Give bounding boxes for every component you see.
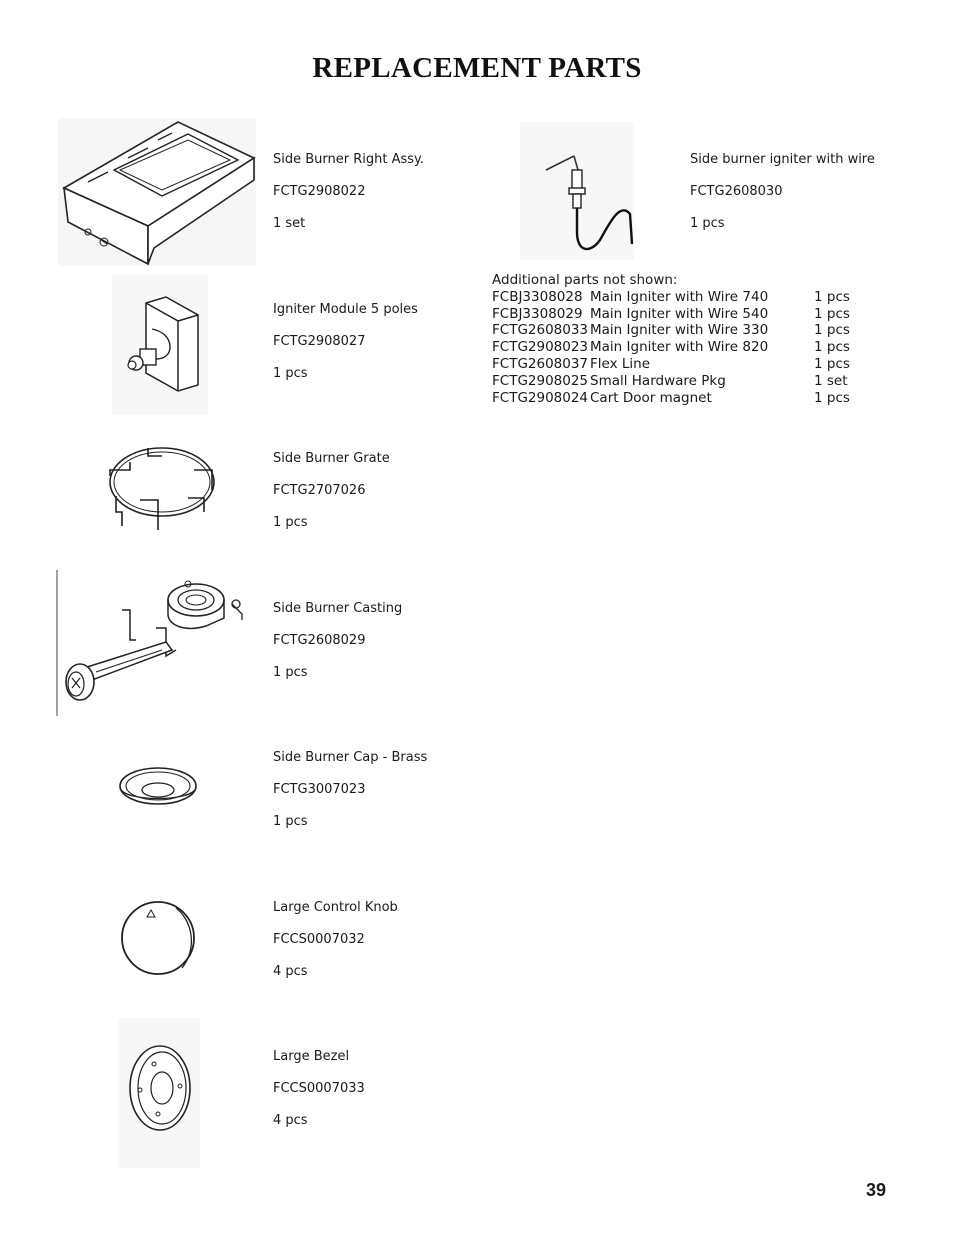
additional-parts-list: Additional parts not shown: FCBJ3308028 … bbox=[492, 272, 850, 407]
part-code: FCTG2908025 bbox=[492, 372, 589, 389]
part-name: Side burner igniter with wire bbox=[690, 152, 875, 167]
part-code: FCTG2908023 bbox=[492, 339, 589, 356]
additional-part-row: FCTG2608037 Flex Line 1 pcs bbox=[492, 355, 850, 373]
additional-part-row: FCBJ3308028 Main Igniter with Wire 740 1… bbox=[492, 288, 850, 306]
bezel-icon bbox=[118, 1018, 200, 1168]
part-item: Side Burner Casting FCTG2608029 1 pcs bbox=[273, 601, 402, 697]
part-qty: 1 pcs bbox=[814, 322, 850, 339]
part-item: Side Burner Cap - Brass FCTG3007023 1 pc… bbox=[273, 750, 427, 846]
part-item: Side Burner Grate FCTG2707026 1 pcs bbox=[273, 451, 390, 547]
page-title: REPLACEMENT PARTS bbox=[312, 52, 642, 84]
additional-part-row: FCTG2908025 Small Hardware Pkg 1 set bbox=[492, 372, 848, 390]
part-qty: 1 set bbox=[273, 216, 306, 231]
part-code: FCTG2908024 bbox=[492, 389, 589, 406]
part-item: Side burner igniter with wire FCTG260803… bbox=[690, 152, 875, 248]
additional-part-row: FCTG2608033 Main Igniter with Wire 330 1… bbox=[492, 322, 850, 339]
igniter-module-icon bbox=[112, 275, 208, 415]
part-qty: 1 pcs bbox=[814, 305, 850, 322]
part-qty: 1 pcs bbox=[273, 814, 308, 829]
part-qty: 1 pcs bbox=[814, 389, 850, 406]
part-qty: 1 pcs bbox=[814, 288, 850, 305]
part-qty: 1 pcs bbox=[814, 339, 850, 356]
part-code: FCTG2608037 bbox=[492, 355, 589, 372]
part-name: Side Burner Right Assy. bbox=[273, 152, 425, 167]
part-code: FCTG2608029 bbox=[273, 633, 366, 648]
additional-part-row: FCTG2908023 Main Igniter with Wire 820 1… bbox=[492, 339, 850, 356]
part-name: Side Burner Grate bbox=[273, 451, 390, 466]
additional-parts-heading: Additional parts not shown: bbox=[492, 272, 678, 288]
part-name: Side Burner Casting bbox=[273, 601, 403, 616]
burner-cap-icon bbox=[116, 762, 200, 810]
part-item: Large Bezel FCCS0007033 4 pcs bbox=[273, 1049, 365, 1145]
additional-part-row: FCTG2908024 Cart Door magnet 1 pcs bbox=[492, 389, 850, 407]
part-desc: Small Hardware Pkg bbox=[590, 372, 726, 389]
control-knob-icon bbox=[120, 898, 200, 978]
part-code: FCCS0007033 bbox=[273, 1081, 365, 1096]
part-desc: Cart Door magnet bbox=[590, 389, 712, 406]
part-desc: Main Igniter with Wire 540 bbox=[590, 305, 769, 322]
additional-part-row: FCBJ3308029 Main Igniter with Wire 540 1… bbox=[492, 305, 850, 323]
part-code: FCTG2608033 bbox=[492, 322, 589, 339]
page-number: 39 bbox=[866, 1180, 887, 1200]
burner-casting-icon bbox=[56, 570, 246, 718]
part-code: FCTG2908022 bbox=[273, 184, 366, 199]
part-code: FCTG2908027 bbox=[273, 334, 366, 349]
part-name: Side Burner Cap - Brass bbox=[273, 750, 428, 765]
part-desc: Main Igniter with Wire 820 bbox=[590, 339, 769, 356]
part-desc: Flex Line bbox=[590, 355, 650, 372]
part-code: FCCS0007032 bbox=[273, 932, 365, 947]
part-item: Igniter Module 5 poles FCTG2908027 1 pcs bbox=[273, 302, 418, 398]
part-qty: 1 pcs bbox=[273, 515, 308, 530]
part-desc: Main Igniter with Wire 740 bbox=[590, 288, 769, 305]
part-code: FCTG2707026 bbox=[273, 483, 366, 498]
part-item: Large Control Knob FCCS0007032 4 pcs bbox=[273, 900, 398, 996]
part-name: Large Control Knob bbox=[273, 900, 398, 915]
part-qty: 1 pcs bbox=[690, 216, 725, 231]
part-qty: 1 set bbox=[814, 372, 848, 389]
burner-grate-icon bbox=[100, 440, 224, 536]
part-code: FCBJ3308028 bbox=[492, 288, 583, 305]
part-desc: Main Igniter with Wire 330 bbox=[590, 322, 769, 339]
side-burner-assembly-icon bbox=[58, 118, 256, 266]
part-qty: 4 pcs bbox=[273, 964, 308, 979]
part-code: FCBJ3308029 bbox=[492, 305, 583, 322]
part-name: Large Bezel bbox=[273, 1049, 350, 1064]
part-code: FCTG2608030 bbox=[690, 184, 783, 199]
part-qty: 4 pcs bbox=[273, 1113, 308, 1128]
part-qty: 1 pcs bbox=[273, 665, 308, 680]
part-item: Side Burner Right Assy. FCTG2908022 1 se… bbox=[273, 152, 424, 248]
part-name: Igniter Module 5 poles bbox=[273, 302, 418, 317]
igniter-wire-icon bbox=[520, 122, 634, 260]
part-code: FCTG3007023 bbox=[273, 782, 366, 797]
part-qty: 1 pcs bbox=[273, 366, 308, 381]
part-qty: 1 pcs bbox=[814, 355, 850, 372]
